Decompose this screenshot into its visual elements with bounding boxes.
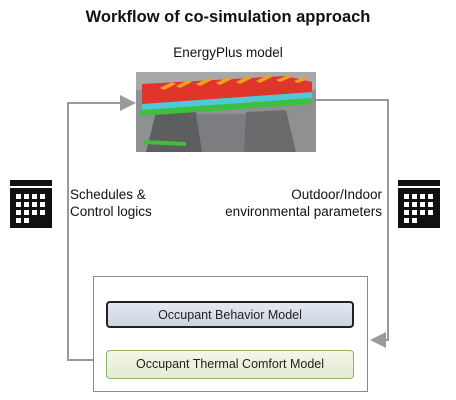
calendar-icon [10, 180, 52, 228]
occupant-models-frame: Occupant Behavior Model Occupant Thermal… [93, 276, 368, 392]
right-label-line1: Outdoor/Indoor [291, 187, 382, 202]
left-label-line1: Schedules & [70, 187, 146, 202]
energyplus-model-label: EnergyPlus model [173, 45, 283, 60]
building-model-image [136, 72, 316, 152]
left-arrow [67, 95, 136, 361]
right-label-line2: environmental parameters [225, 204, 382, 219]
calendar-icon [398, 180, 440, 228]
diagram-title: Workflow of co-simulation approach [85, 8, 371, 26]
occupant-thermal-comfort-model-box: Occupant Thermal Comfort Model [106, 350, 354, 379]
right-flow-label: Outdoor/Indoor environmental parameters [225, 186, 382, 220]
left-label-line2: Control logics [70, 204, 152, 219]
left-flow-label: Schedules & Control logics [70, 186, 152, 220]
occupant-behavior-model-box: Occupant Behavior Model [106, 301, 354, 328]
right-arrow [316, 99, 389, 348]
